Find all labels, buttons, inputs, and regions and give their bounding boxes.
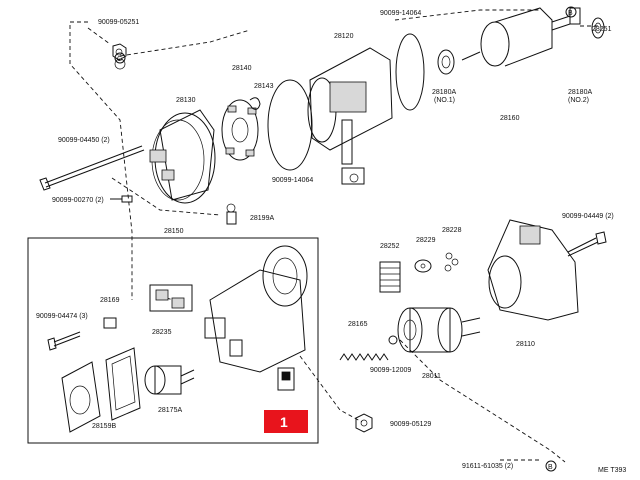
bearing-28180A-no2 — [591, 17, 605, 39]
label-28143: 28143 — [254, 83, 274, 90]
part-28251 — [569, 7, 581, 25]
end-frame-28130 — [149, 109, 216, 204]
solenoid-housing — [204, 245, 308, 373]
cover-28159B — [61, 361, 101, 433]
marker-c-label: C — [117, 56, 122, 63]
plunger-28235 — [144, 365, 195, 395]
label-28120: 28120 — [334, 33, 354, 40]
yoke-28120 — [307, 47, 393, 185]
part-28169 — [103, 317, 117, 329]
gasket-28175A — [105, 347, 141, 421]
label-90099-05129: 90099-05129 — [390, 421, 431, 428]
label-28011: 28011 — [422, 373, 441, 380]
grommet-28199A — [226, 203, 237, 225]
label-90099-05251: 90099-05251 — [98, 19, 139, 26]
label-28140: 28140 — [232, 65, 252, 72]
label-90099-04474: 90099-04474 (3) — [36, 313, 88, 320]
label-90099-14064-mid: 90099-14064 — [272, 177, 313, 184]
label-90099-14064-top: 90099-14064 — [380, 10, 421, 17]
spring-28165 — [339, 353, 389, 361]
clutch-28011 — [397, 307, 481, 353]
nut-90099-05129 — [355, 413, 373, 433]
label-28130: 28130 — [176, 97, 196, 104]
label-28150: 28150 — [164, 228, 184, 235]
o-ring-mid — [267, 79, 313, 171]
armature-28160 — [461, 7, 571, 67]
label-28252: 28252 — [380, 243, 400, 250]
nut-90099-05251 — [112, 43, 127, 70]
label-28175A: 28175A — [158, 407, 182, 414]
label-28180A-no2-sub: (NO.2) — [568, 97, 589, 104]
brush-holder-28140 — [221, 99, 259, 161]
label-90099-12009: 90099-12009 — [370, 367, 411, 374]
callout-badge[interactable]: 1 — [264, 410, 308, 433]
marker-c: C — [114, 52, 126, 64]
bolt-90099-04449 — [567, 231, 607, 257]
marker-b-top: B — [565, 6, 577, 18]
label-90099-04450: 90099-04450 (2) — [58, 137, 110, 144]
label-91611-61035: 91611-61035 (2) — [462, 463, 513, 470]
label-28160: 28160 — [500, 115, 520, 122]
retainer-28229 — [414, 259, 432, 273]
callout-badge-box[interactable] — [264, 410, 308, 433]
label-28229: 28229 — [416, 237, 436, 244]
marker-b-bottom: B — [545, 460, 557, 472]
marker-b-bottom-label: B — [548, 464, 553, 471]
screw-90099-00270 — [110, 195, 133, 203]
label-28110: 28110 — [516, 341, 535, 348]
ball-90099-12009 — [388, 335, 398, 345]
marker-b-top-label: B — [568, 10, 573, 17]
label-90099-04449: 90099-04449 (2) — [562, 213, 614, 220]
diagram-code: ME T393 — [598, 467, 626, 474]
rollers-28228 — [444, 252, 459, 272]
assembly-frame-28150 — [27, 237, 319, 444]
gear-28252 — [379, 261, 401, 293]
bearing-28180A-no1 — [437, 49, 455, 75]
label-28251: 28251 — [592, 26, 612, 33]
bolt-90099-04474 — [47, 331, 81, 351]
through-bolt — [39, 145, 145, 191]
clip-28143 — [249, 97, 261, 110]
label-28169: 28169 — [100, 297, 120, 304]
housing-28110 — [487, 219, 579, 321]
label-28235: 28235 — [152, 329, 172, 336]
label-28228: 28228 — [442, 227, 462, 234]
terminal-bracket — [149, 284, 193, 312]
label-28199A: 28199A — [250, 215, 274, 222]
label-28165: 28165 — [348, 321, 368, 328]
terminal-group — [277, 367, 295, 391]
label-28180A-no1-sub: (NO.1) — [434, 97, 455, 104]
label-28159B: 28159B — [92, 423, 116, 430]
o-ring-top — [395, 33, 425, 111]
label-28180A-no2: 28180A — [568, 89, 592, 96]
label-90099-00270: 90099-00270 (2) — [52, 197, 104, 204]
label-28180A-no1: 28180A — [432, 89, 456, 96]
callout-badge-number: 1 — [280, 414, 288, 430]
